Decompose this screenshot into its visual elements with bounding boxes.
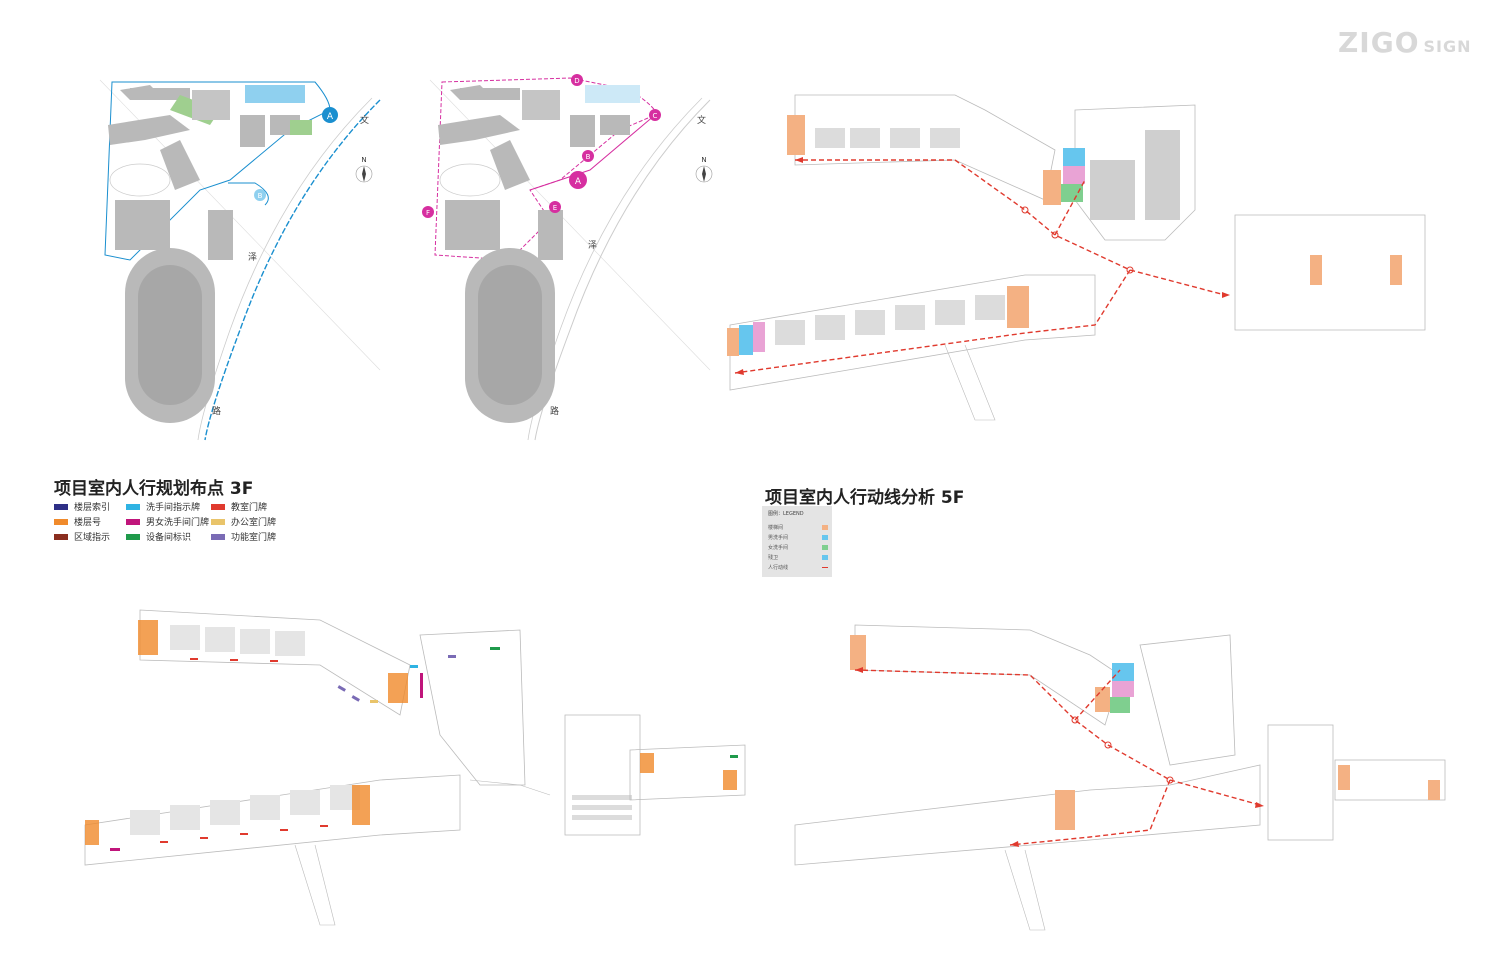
svg-text:A: A <box>575 177 582 187</box>
legend-item: 洗手间指示牌 <box>126 500 200 513</box>
svg-text:文: 文 <box>697 114 706 126</box>
panel-5f-legend: 图例：LEGEND 楼梯间 男洗手间 女洗手间 残卫 人行动线 <box>762 506 832 577</box>
legend-item: 设备间标识 <box>126 530 191 543</box>
legend-item: 教室门牌 <box>211 500 267 513</box>
legend-item: 楼层索引 <box>54 500 110 513</box>
svg-text:F: F <box>426 209 430 217</box>
legend-item: 功能室门牌 <box>211 530 276 543</box>
site-plan-left: A B 文 泽 路 N <box>99 79 381 441</box>
svg-text:泽: 泽 <box>248 252 257 263</box>
svg-text:E: E <box>553 204 557 212</box>
svg-text:N: N <box>701 156 706 164</box>
svg-text:路: 路 <box>212 405 221 417</box>
site-plan-right: D C B A E F 文 泽 路 N <box>422 74 713 441</box>
legend-item: 区域指示 <box>54 530 110 543</box>
legend-item: 办公室门牌 <box>211 515 276 528</box>
panel-5f-title: 项目室内人行动线分析 5F <box>765 488 965 508</box>
marker-b: B <box>258 192 263 200</box>
floor-plan-5f <box>794 624 1446 931</box>
svg-text:路: 路 <box>550 405 559 417</box>
legend-item: 楼层号 <box>54 515 101 528</box>
marker-a: A <box>327 112 334 122</box>
floor-plan-3f <box>84 609 746 926</box>
floor-plan-route-top <box>727 94 1426 421</box>
svg-text:泽: 泽 <box>588 240 597 251</box>
svg-text:B: B <box>586 153 591 161</box>
north-label: N <box>361 156 366 164</box>
svg-text:D: D <box>574 77 579 85</box>
legend-item: 男女洗手间门牌 <box>126 515 209 528</box>
svg-text:文: 文 <box>360 114 369 126</box>
svg-text:C: C <box>653 112 658 120</box>
panel-3f-title: 项目室内人行规划布点 3F <box>54 479 254 499</box>
